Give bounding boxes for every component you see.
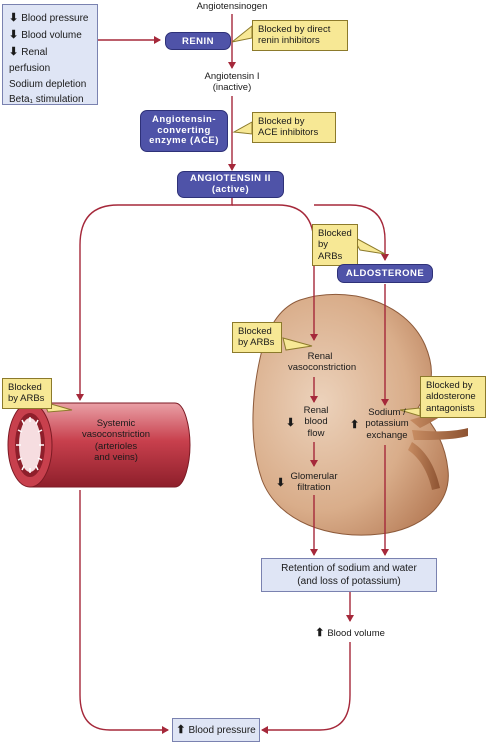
renal-blood-flow-label: ⬇ Renal blood flow	[286, 405, 329, 439]
blocker-renin-inhibitors: Blocked by direct renin inhibitors	[252, 20, 348, 51]
trigger-blood-pressure: ⬇Blood pressure	[9, 12, 89, 24]
arrow-systemic-to-pressure	[79, 490, 169, 734]
blocker-arb-aldosterone: Blocked by ARBs	[312, 224, 358, 267]
sodium-potassium-exchange-label: ⬆ Sodium / potassium exchange	[350, 407, 409, 441]
blood-volume-label: ⬆Blood volume	[315, 627, 385, 639]
arrow-volume-to-pressure	[261, 642, 351, 734]
renal-vasoconstriction-label: Renal vasoconstriction	[288, 351, 357, 374]
trigger-blood-volume: ⬇Blood volume	[9, 29, 82, 42]
arrow-angiotensin-2-to-systemic	[76, 198, 233, 401]
trigger-renal-perfusion: ⬇Renal perfusion	[9, 46, 51, 75]
angiotensinogen-label: Angiotensinogen	[196, 1, 268, 12]
trigger-beta1-stimulation: Beta₁ stimulation	[9, 94, 84, 106]
angiotensin-1-label: Angiotensin I (inactive)	[204, 71, 260, 94]
blocker-pointers	[43, 24, 421, 417]
aldosterone-node: ALDOSTERONE	[337, 264, 433, 283]
blocker-arb-renal: Blocked by ARBs	[232, 322, 282, 353]
ace-node: Angiotensin- converting enzyme (ACE)	[140, 110, 228, 152]
triggers-box: ⬇Blood pressure ⬇Blood volume ⬇Renal per…	[2, 4, 98, 105]
blocker-arb-systemic: Blocked by ARBs	[2, 378, 52, 409]
blood-vessel-illustration	[7, 402, 191, 488]
arrow-angiotensin-2-to-aldosterone	[314, 204, 389, 261]
kidney-illustration	[252, 293, 468, 536]
trigger-sodium-depletion: Sodium depletion	[9, 78, 87, 90]
glomerular-filtration-label: ⬇ Glomerular filtration	[276, 471, 338, 494]
systemic-vasoconstriction-label: Systemic vasoconstriction (arterioles an…	[81, 418, 151, 464]
blood-pressure-box: ⬆Blood pressure	[172, 718, 260, 742]
retention-box: Retention of sodium and water (and loss …	[261, 558, 437, 592]
angiotensin-2-node: ANGIOTENSIN II (active)	[177, 171, 284, 198]
blocker-aldosterone-antagonists: Blocked by aldosterone antagonists	[420, 376, 486, 419]
renin-node: RENIN	[165, 32, 231, 50]
blocker-ace-inhibitors: Blocked by ACE inhibitors	[252, 112, 336, 143]
